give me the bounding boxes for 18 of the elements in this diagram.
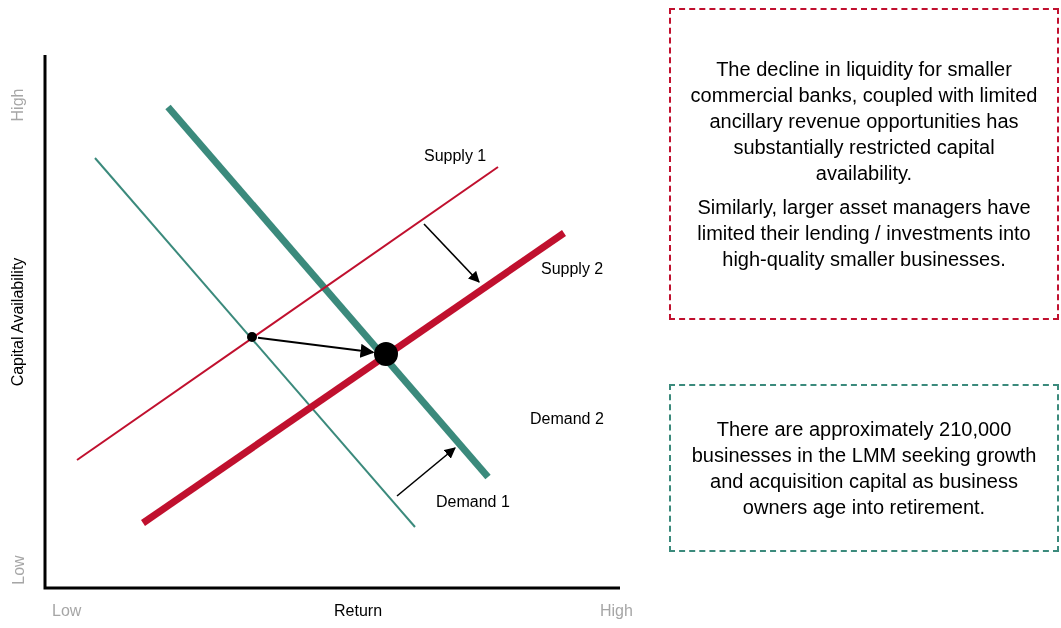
curve-label: Supply 2 bbox=[541, 261, 604, 277]
curve-label: Demand 1 bbox=[436, 494, 510, 510]
arrow bbox=[256, 336, 375, 358]
text-box bbox=[669, 384, 1059, 552]
axis-title: Capital Availability bbox=[9, 257, 26, 387]
paragraph: Similarly, larger asset managers have limited their lending / investments into high-quality smaller businesses. bbox=[696, 195, 1032, 272]
equilibrium-dot bbox=[374, 342, 398, 366]
text-box bbox=[669, 8, 1059, 320]
axis-tick-label: High bbox=[9, 88, 26, 122]
paragraph: The decline in liquidity for smaller commercial banks, coupled with limited ancillary revenue opportunities has substantially restricted capital availability. bbox=[689, 57, 1039, 186]
paragraph: There are approximately 210,000 businesses in the LMM seeking growth and acquisition capital as business owners age into retirement. bbox=[690, 417, 1038, 520]
axis-title: Return bbox=[334, 603, 383, 619]
axis-tick-label: Low bbox=[52, 603, 82, 619]
curve-label: Demand 2 bbox=[530, 411, 604, 427]
equilibrium-dot bbox=[247, 332, 257, 342]
axis-tick-label: Low bbox=[10, 555, 27, 585]
curve-label: Supply 1 bbox=[424, 148, 487, 164]
axis-tick-label: High bbox=[600, 603, 633, 619]
